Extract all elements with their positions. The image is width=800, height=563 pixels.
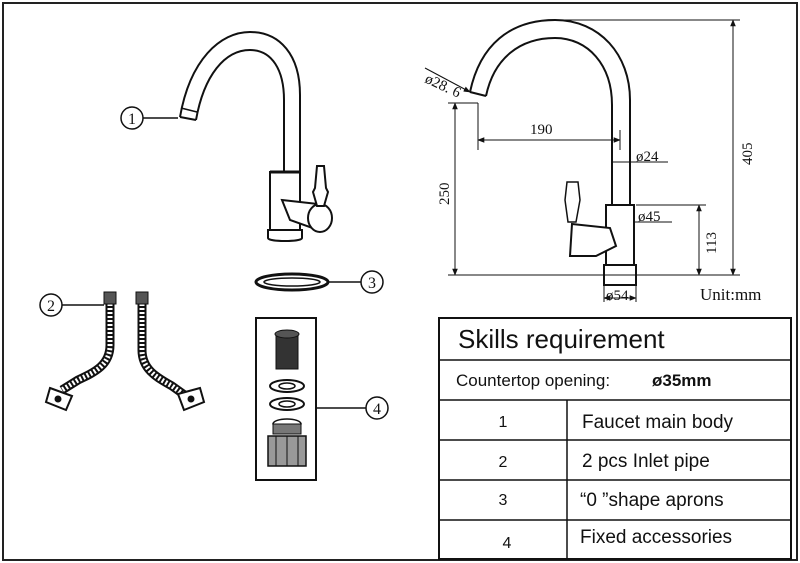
svg-text:2 pcs Inlet pipe: 2 pcs Inlet pipe — [582, 451, 710, 472]
dim-spout-height: 250 — [437, 183, 453, 206]
table-row: 3 “0 ”shape aprons — [499, 490, 724, 511]
faucet-dimension-drawing — [469, 18, 637, 286]
fixed-accessories-illustration — [255, 317, 317, 481]
dim-body-diameter: ø45 — [638, 209, 661, 225]
svg-text:Fixed accessories: Fixed accessories — [580, 527, 732, 548]
unit-label: Unit:mm — [700, 285, 761, 304]
svg-text:4: 4 — [373, 401, 381, 418]
dim-body-height: 113 — [704, 232, 720, 254]
svg-text:2: 2 — [499, 454, 508, 471]
table-title: Skills requirement — [458, 324, 665, 354]
svg-text:“0 ”shape aprons: “0 ”shape aprons — [580, 490, 724, 511]
dim-tube-diameter: ø24 — [636, 149, 659, 165]
svg-text:3: 3 — [368, 275, 376, 292]
svg-text:Faucet main body: Faucet main body — [582, 412, 734, 433]
callout-1: 1 — [120, 106, 178, 130]
callout-4: 4 — [316, 396, 389, 420]
callout-2: 2 — [39, 293, 104, 317]
dimension-lines — [424, 19, 740, 302]
dim-base-diameter: ø54 — [606, 288, 629, 304]
svg-text:1: 1 — [499, 414, 508, 431]
skills-table — [438, 317, 792, 560]
dim-reach: 190 — [530, 122, 553, 138]
faucet-illustration — [179, 30, 333, 242]
opening-label: Countertop opening: — [456, 371, 610, 390]
svg-text:2: 2 — [47, 298, 55, 315]
table-row: 1 Faucet main body — [499, 412, 734, 433]
table-row: 4 Fixed accessories — [503, 527, 733, 552]
svg-text:1: 1 — [128, 111, 136, 128]
svg-text:3: 3 — [499, 492, 508, 509]
svg-text:4: 4 — [503, 535, 512, 552]
dim-total-height: 405 — [740, 143, 756, 166]
inlet-pipes-illustration — [44, 291, 206, 412]
opening-value: ø35mm — [652, 371, 712, 390]
dim-spout-diameter: ø28. 6 — [422, 71, 463, 102]
dimension-labels: ø28. 6 190 405 250 ø24 ø45 113 ø54 — [422, 71, 756, 304]
table-row: 2 2 pcs Inlet pipe — [499, 451, 710, 472]
callout-3: 3 — [328, 270, 384, 294]
o-ring-apron — [254, 272, 330, 292]
